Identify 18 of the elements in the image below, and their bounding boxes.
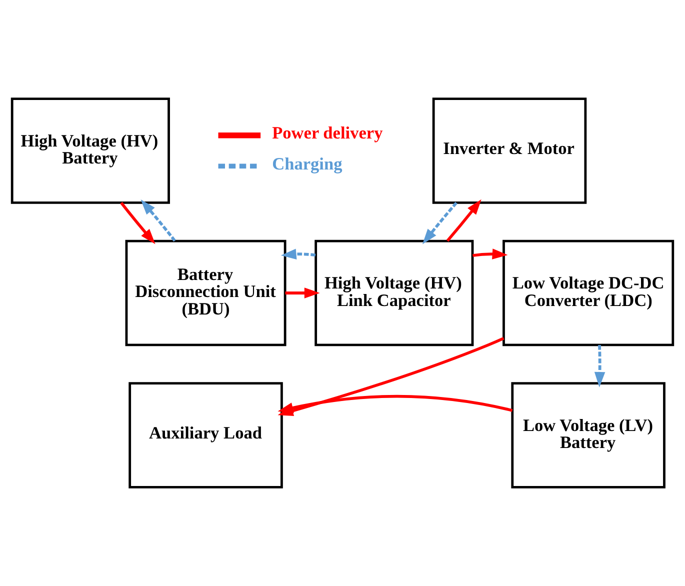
node-box: Low Voltage (LV) Battery <box>511 382 666 488</box>
legend-label: Charging <box>272 154 342 174</box>
node-box: Low Voltage DC-DC Converter (LDC) <box>502 240 674 346</box>
node-box: Inverter & Motor <box>432 98 587 204</box>
arrow <box>140 199 176 242</box>
arrow <box>594 344 606 388</box>
node-box: High Voltage (HV) Link Capacitor <box>314 240 474 346</box>
node-box: Auxiliary Load <box>128 382 283 488</box>
node-box: High Voltage (HV) Battery <box>10 98 170 204</box>
arrow <box>280 248 316 260</box>
arrow <box>285 288 320 298</box>
legend-label: Power delivery <box>272 124 383 143</box>
node-box: Battery Disconnection Unit (BDU) <box>125 240 286 346</box>
arrow <box>120 202 156 244</box>
arrow <box>278 394 513 414</box>
arrow <box>446 199 482 242</box>
arrow <box>422 202 458 244</box>
arrow <box>472 248 508 260</box>
